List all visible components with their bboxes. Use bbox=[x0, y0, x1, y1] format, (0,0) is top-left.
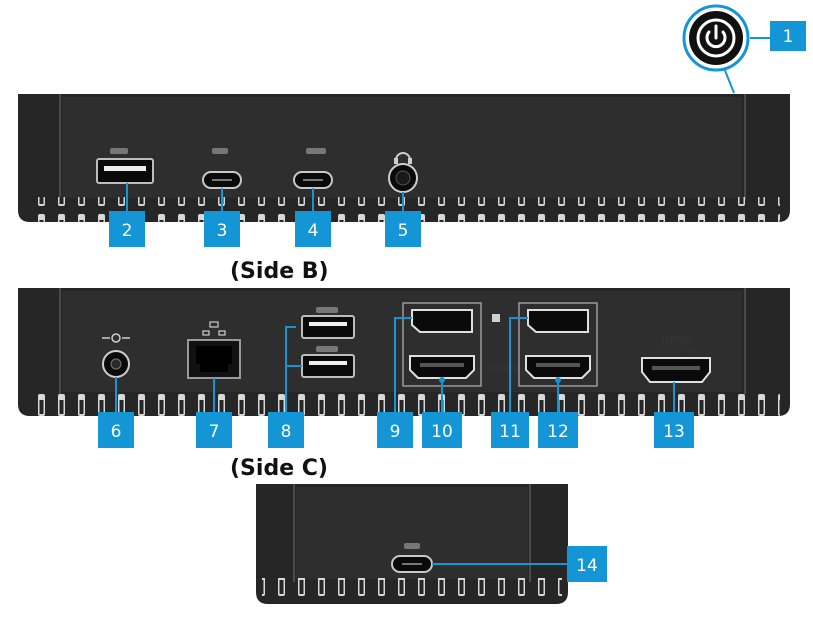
callout-number: 2 bbox=[122, 221, 133, 241]
callout-badge: 4 bbox=[295, 211, 331, 247]
callout-number: 1 bbox=[783, 27, 794, 47]
display-port-group-1: HDMI bbox=[394, 302, 519, 413]
usb-c-icon bbox=[212, 148, 228, 154]
dc-in-port: 24V bbox=[102, 333, 130, 413]
power-icon bbox=[705, 24, 727, 49]
callout-number: 11 bbox=[499, 422, 521, 442]
audio-jack bbox=[388, 152, 418, 213]
vent-grille bbox=[28, 391, 780, 416]
usb-ss-icon bbox=[110, 148, 128, 154]
device-side-short: 14 bbox=[256, 484, 607, 604]
callout-number: 3 bbox=[217, 221, 228, 241]
callout-badge: 13 bbox=[654, 412, 694, 448]
callout-number: 4 bbox=[308, 221, 319, 241]
callout-number: 12 bbox=[547, 422, 569, 442]
callout-badge: 9 bbox=[377, 412, 413, 448]
hdmi-logo: HDMI bbox=[661, 335, 691, 346]
device-side-c: 24V bbox=[18, 288, 790, 448]
usb-ss-icon bbox=[306, 148, 326, 154]
callout-number: 7 bbox=[209, 422, 220, 442]
callout-badge: 10 bbox=[422, 412, 462, 448]
leader-line bbox=[723, 67, 735, 94]
side-c-title: (Side C) bbox=[230, 456, 328, 481]
ethernet-port bbox=[187, 321, 241, 413]
callout-badge: 7 bbox=[196, 412, 232, 448]
displayport-port bbox=[411, 309, 473, 333]
displayport-port bbox=[527, 309, 589, 333]
callout-number: 6 bbox=[111, 422, 122, 442]
callout-badge: 12 bbox=[538, 412, 578, 448]
power-ring bbox=[696, 18, 736, 58]
usb-a-pair bbox=[285, 307, 355, 413]
hdmi-logo: HDMI bbox=[489, 364, 519, 375]
usb-c-data-port bbox=[293, 148, 333, 213]
ethernet-icon bbox=[202, 321, 226, 336]
hdmi-alt-port: HDMI DP Alt Mode bbox=[641, 335, 711, 413]
usb-ss-icon bbox=[316, 307, 338, 313]
callout-number: 8 bbox=[281, 422, 292, 442]
dc-polarity-icon bbox=[102, 333, 130, 343]
vent-grille bbox=[262, 578, 562, 604]
callout-number: 13 bbox=[663, 422, 685, 442]
usb-c-host-port bbox=[391, 543, 570, 573]
callout-number: 14 bbox=[576, 556, 598, 576]
laptop-icon bbox=[404, 543, 420, 549]
callout-number: 9 bbox=[390, 422, 401, 442]
usb-ss-icon bbox=[316, 346, 338, 352]
headphone-icon bbox=[394, 152, 412, 164]
callout-badge: 14 bbox=[567, 546, 607, 582]
display-port-group-2 bbox=[492, 302, 598, 413]
callout-badge: 3 bbox=[204, 211, 240, 247]
power-button-group: 1 bbox=[682, 4, 806, 94]
callout-badge bbox=[770, 21, 806, 51]
callout-number: 10 bbox=[431, 422, 453, 442]
usb-a-port bbox=[96, 148, 154, 213]
callout-badge: 6 bbox=[98, 412, 134, 448]
usb-c-port bbox=[202, 148, 242, 213]
side-b-title: (Side B) bbox=[230, 259, 329, 284]
dc-voltage-label: 24V bbox=[109, 343, 123, 351]
dp-logo-icon bbox=[492, 314, 500, 322]
callout-badge: 11 bbox=[491, 412, 529, 448]
callout-badge: 5 bbox=[385, 211, 421, 247]
dp-alt-mode-label: DP Alt Mode bbox=[658, 348, 695, 355]
callout-badge: 8 bbox=[268, 412, 304, 448]
callout-number: 5 bbox=[398, 221, 409, 241]
callout-badge: 2 bbox=[109, 211, 145, 247]
device-side-b: 2 3 4 5 bbox=[18, 94, 790, 247]
